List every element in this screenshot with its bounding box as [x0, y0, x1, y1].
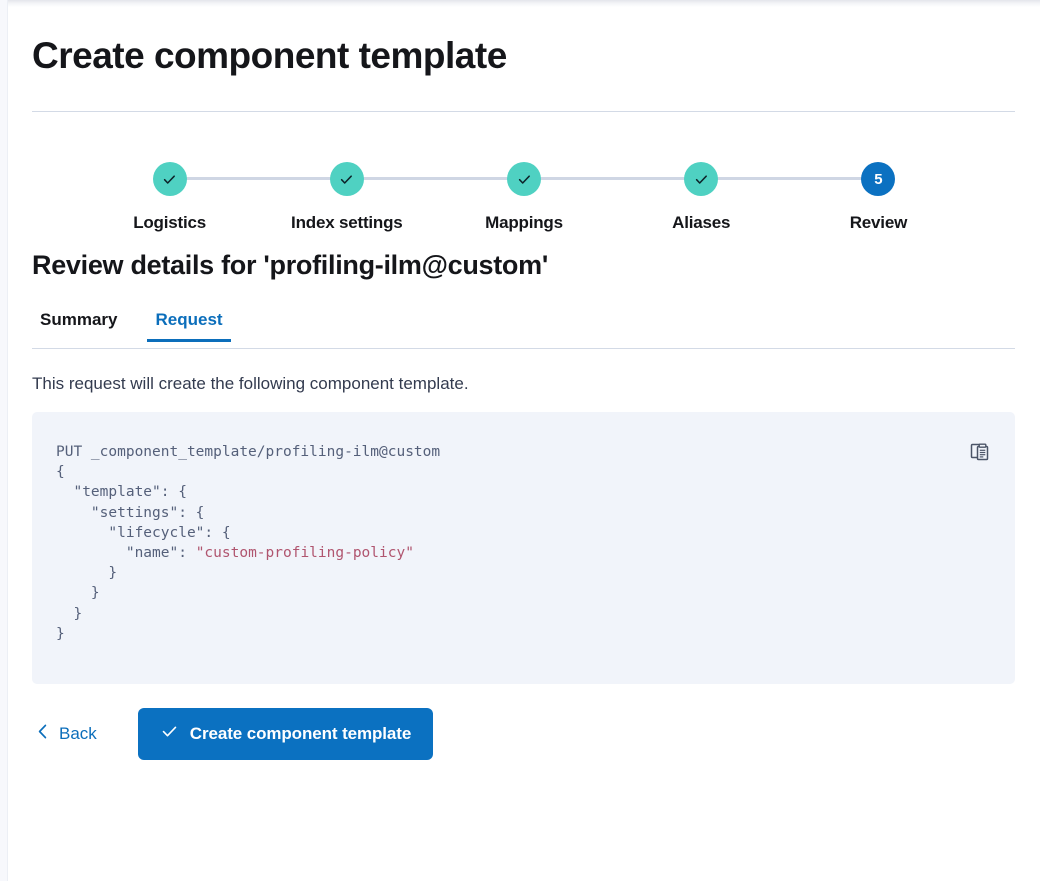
step-connector — [701, 177, 879, 180]
step-connector — [346, 177, 524, 180]
title-divider — [32, 111, 1015, 112]
wizard-actions: Back Create component template — [32, 708, 1040, 761]
tab-bar: Summary Request — [32, 310, 1015, 349]
tab-summary[interactable]: Summary — [32, 310, 125, 341]
code-line: "settings": { — [56, 504, 205, 521]
code-line: "template": { — [56, 484, 187, 501]
stepper-step-mappings[interactable]: Mappings — [435, 162, 702, 233]
chevron-left-icon — [36, 723, 50, 745]
request-code-block: PUT _component_template/profiling-ilm@cu… — [32, 412, 1015, 685]
stepper-steps: Logistics Index settings — [81, 162, 967, 233]
stepper-step-label: Index settings — [291, 213, 403, 232]
code-line: } — [56, 605, 83, 622]
stepper-step-review[interactable]: 5 Review — [790, 162, 967, 233]
create-component-template-button[interactable]: Create component template — [137, 708, 434, 761]
stepper-step-index-settings[interactable]: Index settings — [258, 162, 524, 233]
check-icon — [160, 722, 179, 746]
back-button-label: Back — [59, 724, 97, 744]
stepper-step-label: Logistics — [133, 213, 207, 232]
copy-clipboard-icon[interactable] — [967, 438, 993, 464]
stepper-step-logistics[interactable]: Logistics — [81, 162, 347, 233]
step-status-circle — [329, 162, 364, 196]
code-line: } — [56, 625, 65, 642]
stepper-step-label: Mappings — [485, 213, 563, 232]
code-line: "name": "custom-profiling-policy" — [56, 543, 991, 563]
code-line: { — [56, 464, 65, 481]
stepper-step-aliases[interactable]: Aliases — [613, 162, 879, 233]
page-title: Create component template — [32, 35, 507, 76]
tab-request[interactable]: Request — [147, 310, 231, 342]
code-line: PUT _component_template/profiling-ilm@cu… — [56, 444, 441, 460]
step-status-circle — [507, 162, 541, 196]
code-string-value: "custom-profiling-policy" — [195, 545, 414, 562]
check-icon — [693, 171, 710, 188]
section-title: Review details for 'profiling-ilm@custom… — [32, 250, 548, 280]
check-icon — [338, 171, 355, 188]
left-edge-rail — [0, 0, 8, 881]
step-number: 5 — [874, 170, 883, 188]
step-status-circle — [684, 162, 719, 196]
create-component-template-label: Create component template — [189, 724, 412, 744]
code-key: "name": — [56, 545, 196, 562]
stepper-step-label: Aliases — [672, 213, 731, 232]
request-description: This request will create the following c… — [32, 374, 469, 393]
code-line: } — [56, 565, 118, 582]
back-button[interactable]: Back — [32, 717, 101, 751]
step-status-circle: 5 — [861, 162, 896, 196]
step-connector — [169, 177, 347, 180]
page-content: Create component template Logistics — [8, 7, 1040, 881]
step-connector — [524, 177, 702, 180]
step-status-circle — [152, 162, 187, 196]
request-code-text: PUT _component_template/profiling-ilm@cu… — [56, 442, 991, 644]
code-line: "lifecycle": { — [56, 524, 231, 541]
check-icon — [161, 171, 178, 188]
check-icon — [516, 171, 533, 188]
code-line: } — [56, 585, 100, 602]
wizard-stepper: Logistics Index settings — [32, 112, 1015, 232]
top-shadow-strip — [8, 0, 1040, 7]
stepper-step-label: Review — [849, 213, 908, 232]
